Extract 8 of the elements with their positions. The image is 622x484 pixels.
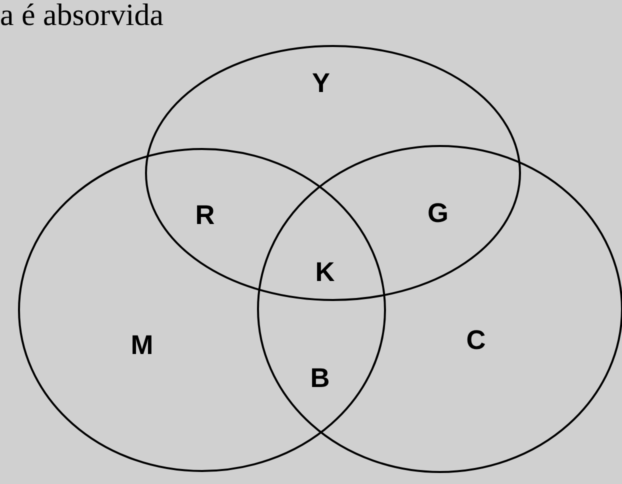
region-letter: C xyxy=(466,325,486,355)
region-letter: B xyxy=(310,363,330,393)
heading-text: a é absorvida xyxy=(0,0,164,32)
region-letter: M xyxy=(130,330,154,360)
region-letter: R xyxy=(195,200,215,230)
region-letter: K xyxy=(315,257,335,287)
region-letter: Y xyxy=(312,68,330,98)
region-letter: G xyxy=(428,198,448,228)
